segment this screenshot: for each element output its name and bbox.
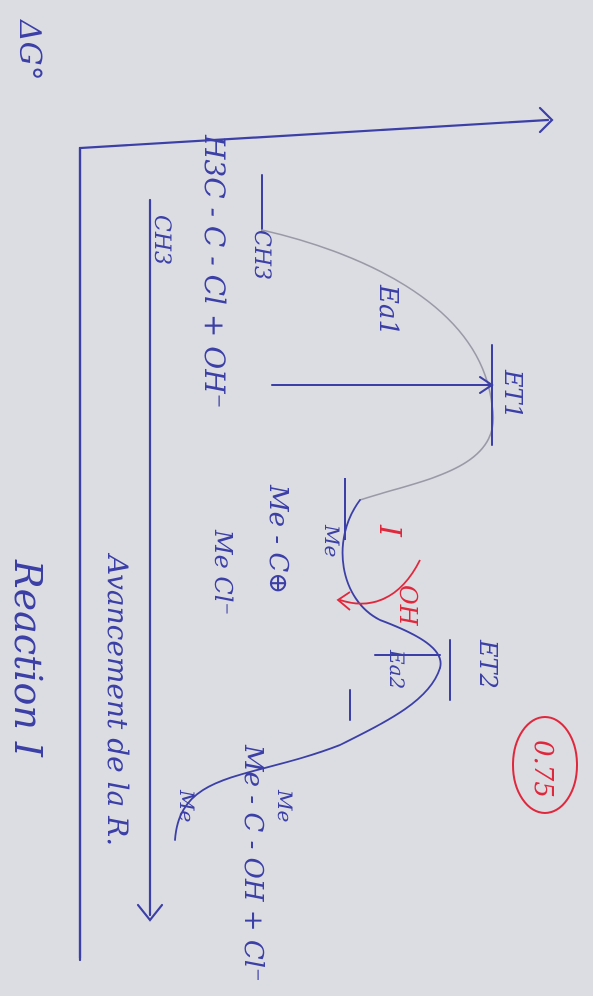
reactant-top-methyl: CH3 — [249, 230, 274, 280]
ea1-label: Ea1 — [373, 284, 403, 336]
energy-axis-label: ΔG° — [12, 19, 47, 81]
axes — [78, 106, 554, 962]
mechanism-arrow — [336, 559, 421, 611]
ts2-hump — [174, 667, 441, 841]
reaction-caption: Reaction I — [6, 559, 50, 758]
score-value: 0.75 — [528, 740, 558, 798]
product-bottom: Me — [175, 789, 199, 822]
ts1-hump — [261, 229, 495, 501]
reactant-bottom-methyl: CH3 — [149, 215, 174, 265]
reactant-carbon-line: H3C - C - Cl + OH⁻ — [198, 134, 231, 408]
progress-arrow — [136, 198, 164, 922]
et1-label: ET1 — [499, 369, 527, 419]
intermediate-center: Me - C⊕ — [263, 484, 293, 594]
et1-markers — [271, 344, 494, 446]
product-top: Me — [273, 789, 297, 822]
energy-axis-arrow — [538, 106, 554, 134]
intermediate-marker: I — [372, 524, 407, 538]
intermediate-bottom: Me Cl⁻ — [209, 529, 237, 615]
ea2-label: Ea2 — [385, 649, 409, 689]
score-circle — [512, 716, 578, 814]
product-center: Me - C - OH + Cl⁻ — [238, 744, 268, 982]
et2-label: ET2 — [474, 639, 502, 689]
et2-markers — [349, 639, 451, 721]
intermediate-top: Me — [320, 524, 344, 557]
progress-axis-label: Avancement de la R. — [101, 552, 134, 846]
intermediate-annotation: OH — [394, 585, 422, 627]
